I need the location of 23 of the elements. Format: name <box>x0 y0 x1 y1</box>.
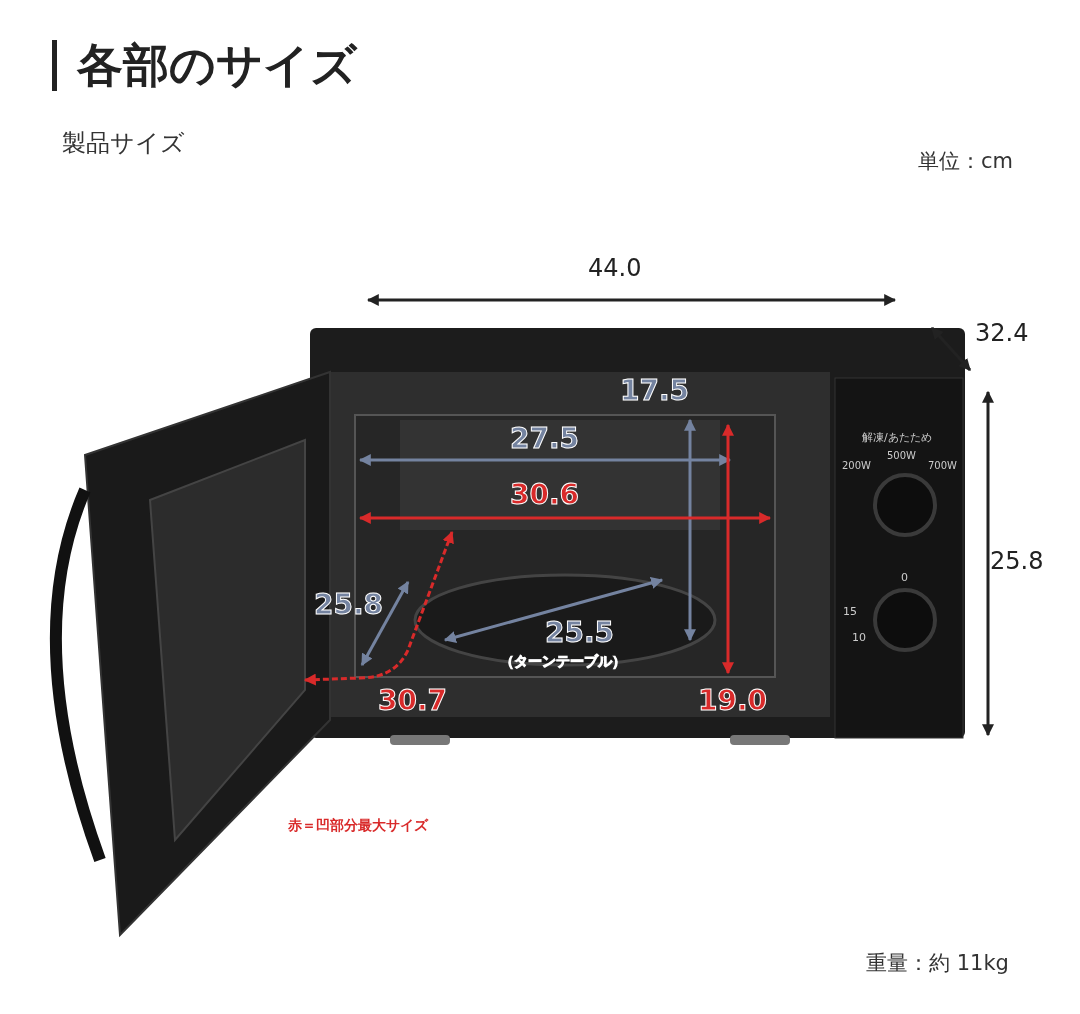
page-title: 各部のサイズ <box>52 40 357 91</box>
panel-text: 15 <box>843 606 857 619</box>
dimension-value: 25.8 <box>990 548 1044 575</box>
dimension-value: 27.5 <box>510 424 580 455</box>
dimension-value: 25.5 <box>545 618 615 649</box>
dimension-value: 19.0 <box>698 686 768 717</box>
dimension-note: （ターンテーブル） <box>500 654 626 670</box>
dimension-value: 17.5 <box>620 376 690 407</box>
dimension-value: 32.4 <box>975 320 1029 347</box>
panel-text: 10 <box>852 632 866 645</box>
weight-note: 重量：約 11kg <box>866 952 1009 976</box>
panel-text: 700W <box>928 460 957 471</box>
panel-text: 0 <box>901 572 908 585</box>
dimension-value: 30.7 <box>378 686 448 717</box>
dimension-value: 30.6 <box>510 480 580 511</box>
dimension-value: 44.0 <box>588 255 642 282</box>
panel-text: 200W <box>842 460 871 471</box>
unit-note: 単位：cm <box>918 150 1013 174</box>
section-heading: 製品サイズ <box>62 130 185 157</box>
panel-text: 500W <box>887 450 916 461</box>
panel-text: 解凍/あたため <box>862 432 932 445</box>
color-note: 赤＝凹部分最大サイズ <box>288 818 428 834</box>
dimension-value: 25.8 <box>314 590 384 621</box>
